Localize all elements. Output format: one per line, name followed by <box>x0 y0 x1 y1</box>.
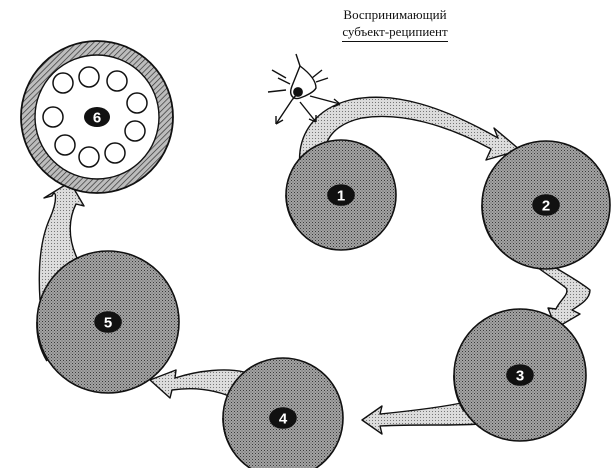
stage-6-cell <box>105 143 125 163</box>
stage-2-number: 2 <box>542 198 550 215</box>
stage-3-number: 3 <box>516 368 524 385</box>
caption-line-2: субъект-реципиент <box>342 23 447 42</box>
stage-1: 1 <box>286 140 396 250</box>
recipient-caption: Воспринимающий субъект-реципиент <box>300 6 490 42</box>
stage-6-cell <box>79 147 99 167</box>
stage-6-cell <box>55 135 75 155</box>
stage-4-number: 4 <box>279 411 288 428</box>
stage-6-cell <box>79 67 99 87</box>
stage-6-cell <box>43 107 63 127</box>
stage-6-cell <box>125 121 145 141</box>
stage-6-cell <box>107 71 127 91</box>
caption-line-1: Воспринимающий <box>300 6 490 23</box>
stage-6-cell <box>53 73 73 93</box>
stage-6: 6 <box>21 41 173 193</box>
stage-3: 3 <box>454 309 586 441</box>
stage-4: 4 <box>223 358 343 468</box>
stage-2: 2 <box>482 141 610 269</box>
stage-6-cell <box>127 93 147 113</box>
stage-6-number: 6 <box>93 110 101 127</box>
stage-5: 5 <box>37 251 179 393</box>
stage-5-number: 5 <box>104 315 112 332</box>
stage-1-number: 1 <box>337 188 345 205</box>
